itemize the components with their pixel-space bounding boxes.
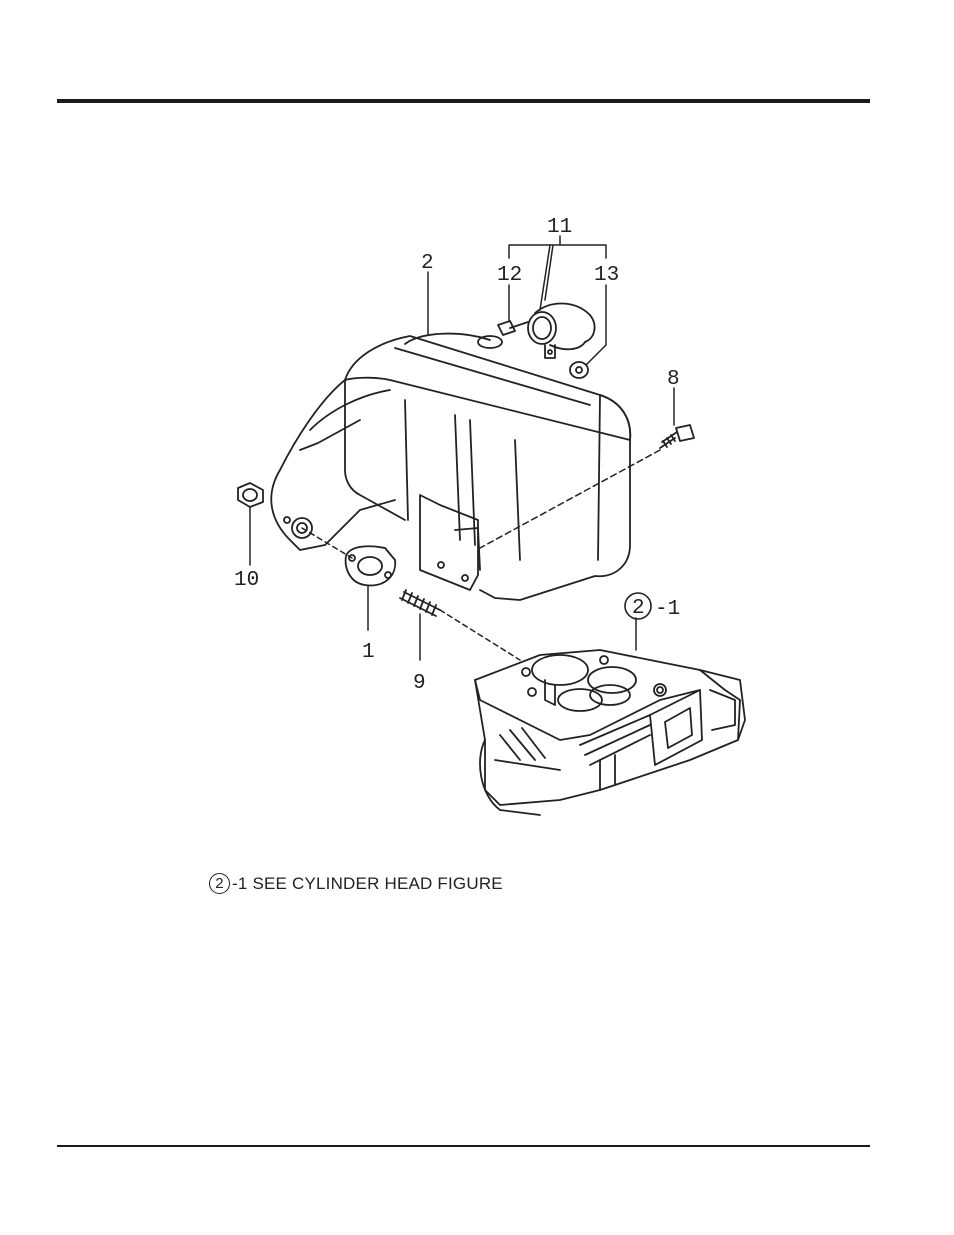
callout-9: 9 <box>413 672 426 695</box>
nut-10 <box>238 483 263 507</box>
callout-10: 10 <box>234 569 259 592</box>
exhaust-elbow <box>498 303 595 378</box>
bolt-8 <box>660 425 694 448</box>
note-text: -1 SEE CYLINDER HEAD FIGURE <box>232 874 503 894</box>
callout-1: 1 <box>362 641 375 664</box>
reference-note: 2 -1 SEE CYLINDER HEAD FIGURE <box>209 873 503 894</box>
note-circle-number: 2 <box>209 873 230 894</box>
callout-12: 12 <box>497 264 522 287</box>
leader-lines <box>250 236 674 660</box>
stud-9 <box>400 590 440 616</box>
gasket-1 <box>346 546 396 585</box>
callout-13: 13 <box>594 264 619 287</box>
callout-11: 11 <box>547 216 572 239</box>
cylinder-head <box>475 650 745 815</box>
callout-2: 2 <box>421 252 434 275</box>
callout-8: 8 <box>667 368 680 391</box>
callout-ref-num: 2 <box>632 597 645 620</box>
callout-ref-suffix: -1 <box>655 598 680 621</box>
footer-rule <box>57 1145 870 1147</box>
muffler <box>271 334 630 600</box>
